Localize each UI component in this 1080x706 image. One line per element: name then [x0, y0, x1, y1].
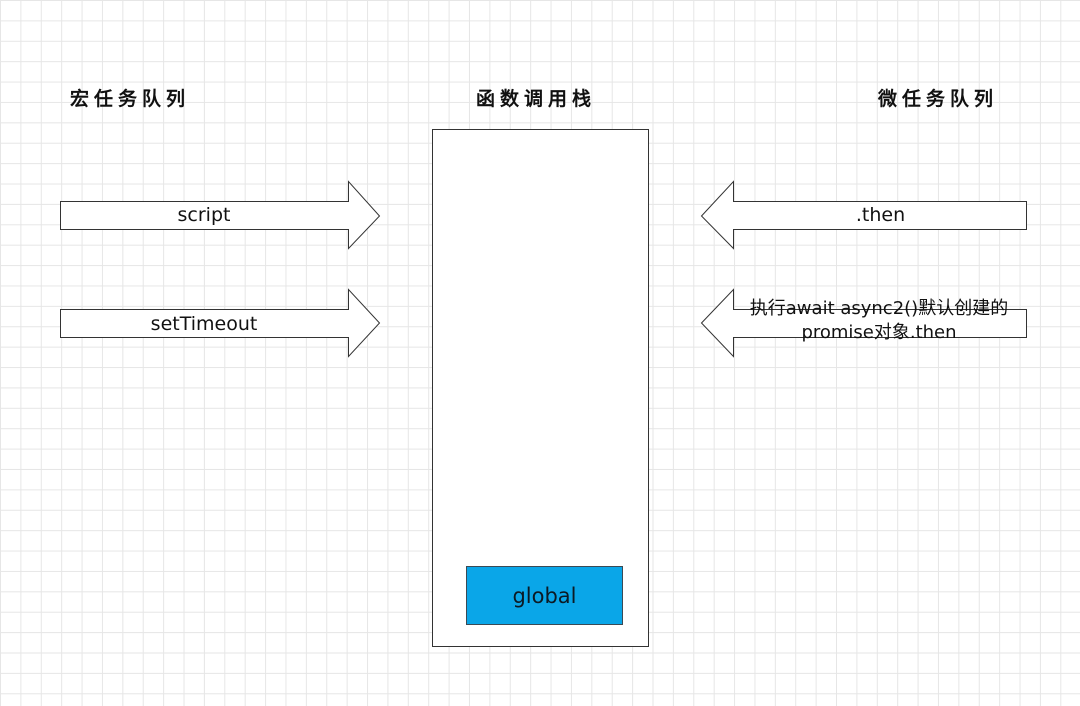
micro-task-arrow-await-promise-then — [700, 288, 1027, 358]
micro-task-label-then: .then — [855, 204, 906, 226]
micro-task-label-await-promise-then: 执行await async2()默认创建的promise对象.then — [749, 298, 1009, 343]
macro-task-label-settimeout: setTimeout — [150, 313, 258, 335]
heading-macro-queue: 宏任务队列 — [70, 88, 191, 110]
heading-call-stack: 函数调用栈 — [476, 88, 597, 110]
macro-task-label-script: script — [177, 204, 231, 226]
macro-task-arrow-settimeout — [60, 288, 381, 358]
call-stack-box — [432, 129, 649, 647]
heading-micro-queue: 微任务队列 — [878, 88, 999, 110]
micro-task-arrow-then — [700, 180, 1027, 250]
macro-task-arrow-script — [60, 180, 381, 250]
call-stack-frame-label: global — [512, 583, 577, 608]
call-stack-frame-global: global — [466, 566, 623, 625]
